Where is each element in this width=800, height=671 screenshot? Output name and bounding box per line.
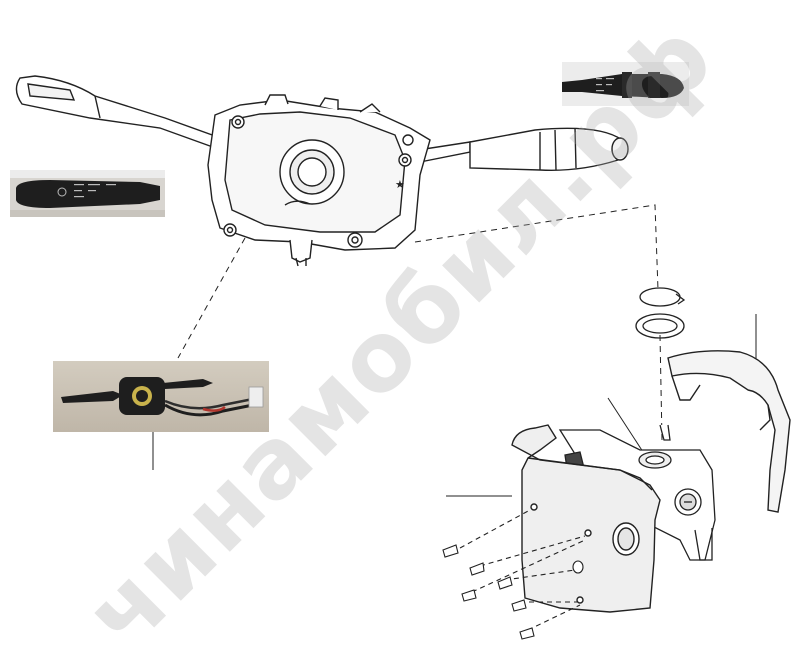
leader-lines — [177, 204, 663, 441]
star-mark: ★ — [395, 178, 405, 191]
clip-rings — [635, 287, 686, 339]
screws — [442, 509, 586, 640]
photo-wiper-lever-end — [562, 62, 689, 106]
left-lever — [15, 75, 241, 156]
right-lever — [404, 127, 629, 171]
switch-body: ★ — [207, 94, 431, 267]
photo-light-lever-end — [10, 170, 165, 217]
photo-combination-switch — [53, 361, 269, 432]
upper-cover — [667, 350, 791, 513]
